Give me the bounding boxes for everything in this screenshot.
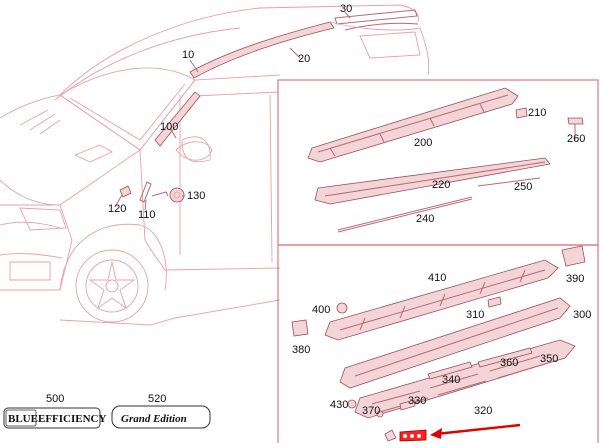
callout-220: 220 [432, 179, 450, 191]
callout-110: 110 [138, 209, 156, 221]
vehicle-leaders [115, 11, 351, 211]
lower-box-parts [291, 245, 586, 442]
callout-350: 350 [540, 353, 558, 365]
callout-210: 210 [528, 107, 546, 119]
callout-300: 300 [573, 309, 591, 321]
callout-320: 320 [474, 405, 492, 417]
callout-520: 520 [148, 393, 166, 405]
callout-500: 500 [46, 393, 64, 405]
callout-20: 20 [298, 53, 310, 65]
badge-grand-edition-text: Grand Edition [121, 413, 187, 425]
vehicle-outline [0, 4, 430, 326]
callout-130: 130 [187, 190, 205, 202]
callout-30: 30 [340, 3, 352, 15]
callout-400: 400 [312, 304, 330, 316]
callout-260: 260 [567, 133, 585, 145]
callout-120: 120 [108, 203, 126, 215]
callout-330: 330 [408, 395, 426, 407]
callout-390: 390 [566, 273, 584, 285]
callout-labels: 30 10 20 100 120 110 130 210 260 200 220… [46, 3, 591, 417]
callout-430: 430 [330, 399, 348, 411]
callout-10: 10 [182, 49, 194, 61]
badge-blue-text: BLUE [8, 413, 38, 425]
callout-310: 310 [466, 309, 484, 321]
callout-340: 340 [442, 374, 460, 386]
grand-edition-badge: Grand Edition [111, 405, 211, 429]
upper-detail-frame [277, 79, 599, 246]
upper-box-parts [307, 87, 584, 233]
callout-410: 410 [428, 272, 446, 284]
blue-efficiency-badge: BLUE EFFICIENCY [3, 407, 107, 429]
badge-efficiency-text: EFFICIENCY [38, 413, 107, 425]
callout-100: 100 [160, 121, 178, 133]
callout-360: 360 [500, 357, 518, 369]
callout-250: 250 [514, 181, 532, 193]
callout-240: 240 [416, 213, 434, 225]
callout-200: 200 [414, 137, 432, 149]
callout-380: 380 [292, 344, 310, 356]
callout-370: 370 [362, 405, 380, 417]
highlight-arrow [430, 423, 521, 439]
lower-detail-frame [278, 244, 599, 443]
